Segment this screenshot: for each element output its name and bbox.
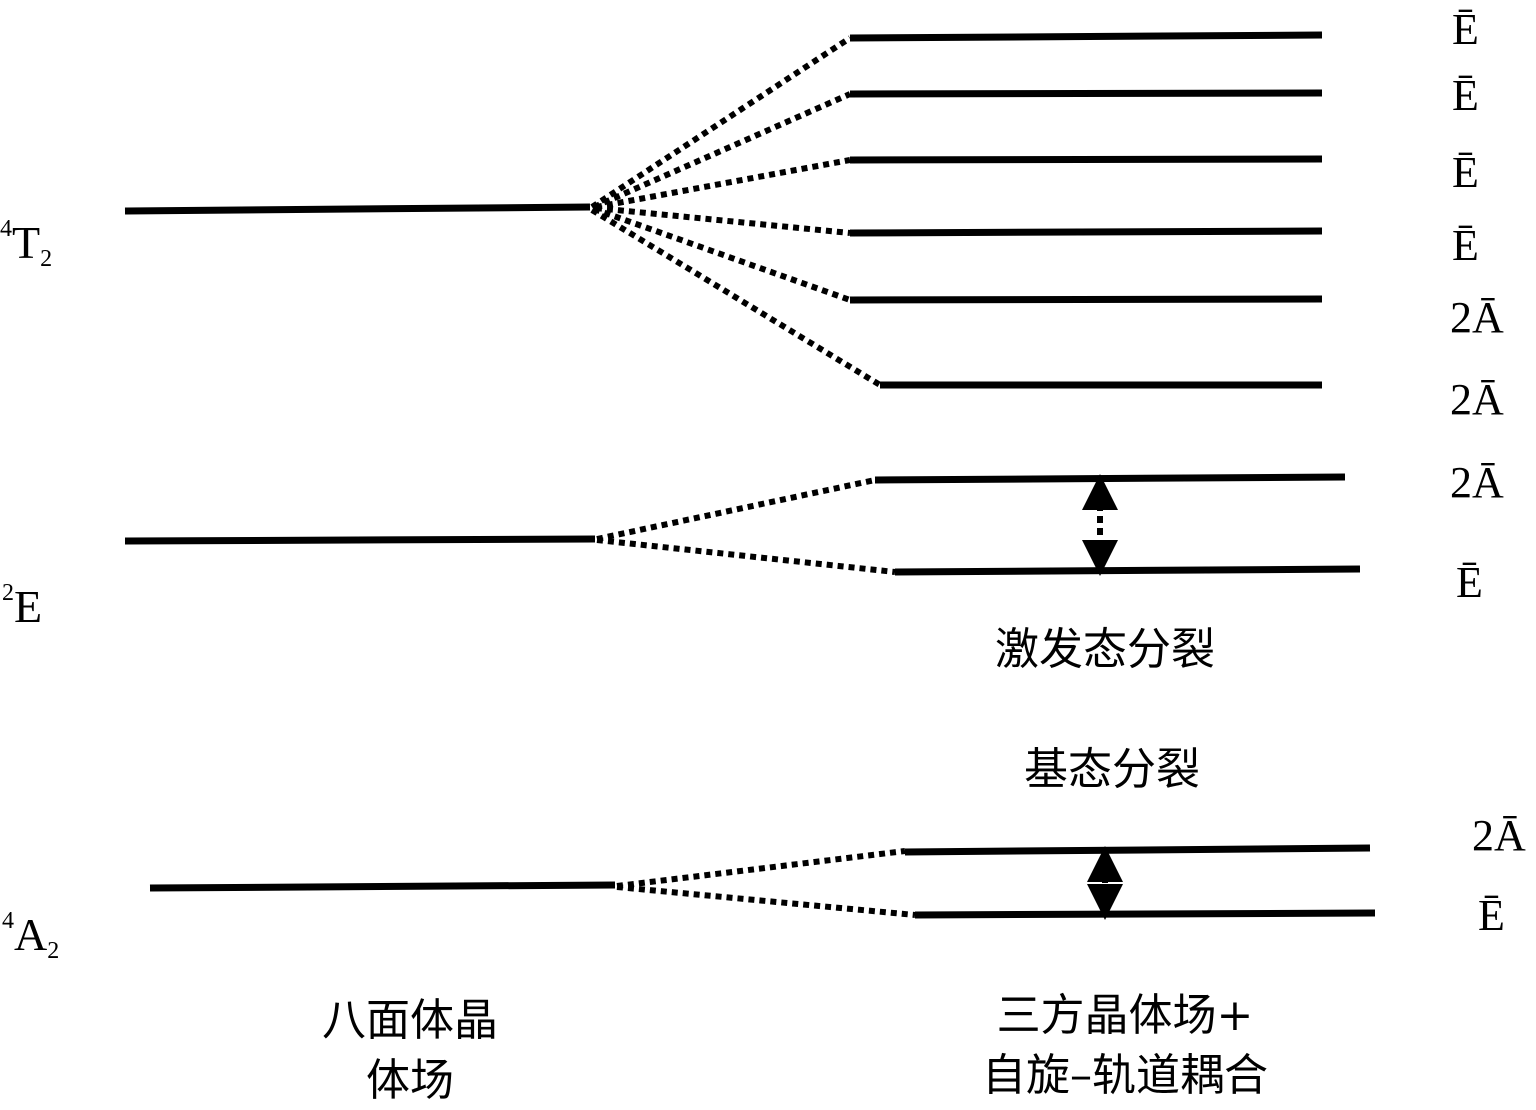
caption-trigonal-1: 三方晶体场+: [997, 990, 1254, 1041]
split-label: 2Ā: [1450, 458, 1504, 507]
caption-trigonal-2: 自旋–轨道耦合: [982, 1050, 1268, 1101]
split-label: Ē: [1452, 221, 1479, 270]
split-label: 2Ā: [1472, 811, 1526, 860]
split-label: Ē: [1456, 558, 1483, 607]
term-label-4T2: 4T2: [0, 216, 52, 272]
caption-excited-split: 激发态分裂: [995, 624, 1215, 675]
split-label: Ē: [1478, 891, 1505, 940]
split-label: 2Ā: [1450, 375, 1504, 424]
term-label-4A2: 4A2: [2, 908, 59, 964]
caption-ground-split: 基态分裂: [1024, 744, 1200, 795]
split-label: Ē: [1452, 71, 1479, 120]
caption-octahedral-2: 体场: [366, 1055, 454, 1106]
caption-octahedral-1: 八面体晶: [322, 995, 498, 1046]
split-label: Ē: [1452, 148, 1479, 197]
level-4A2: [149, 844, 1376, 920]
level-4T2: [124, 31, 1323, 389]
split-label: 2Ā: [1450, 293, 1504, 342]
term-label-2E: 2E: [2, 580, 42, 632]
level-2E: [124, 473, 1361, 576]
split-label: Ē: [1452, 5, 1479, 54]
